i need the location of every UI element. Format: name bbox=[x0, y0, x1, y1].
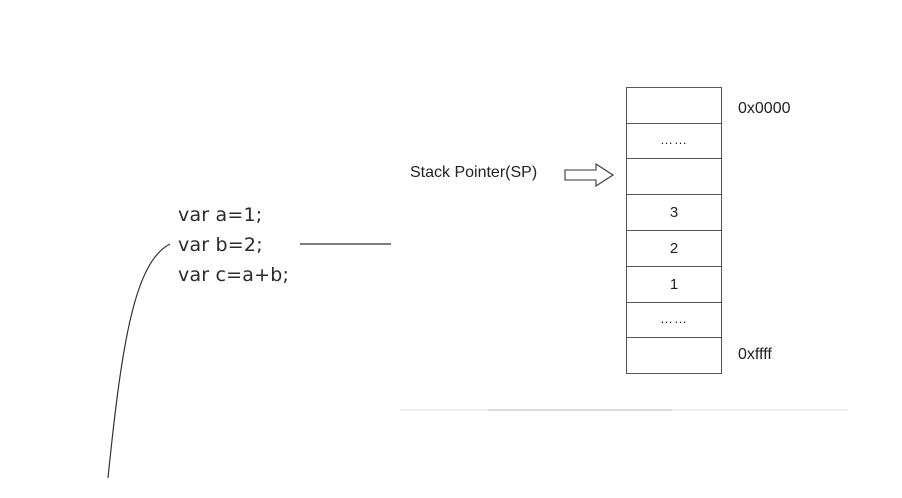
stack-cell-pointer bbox=[627, 159, 721, 195]
top-address-label: 0x0000 bbox=[738, 100, 791, 117]
stack-pointer-label: Stack Pointer(SP) bbox=[410, 164, 538, 181]
stack-cell bbox=[627, 338, 721, 373]
code-line-a: var a=1; bbox=[178, 204, 263, 226]
stack-cell: …… bbox=[627, 124, 721, 159]
stack-cell: 3 bbox=[627, 195, 721, 231]
stack-cell: …… bbox=[627, 303, 721, 338]
code-line-b: var b=2; bbox=[178, 234, 263, 256]
memory-stack: …… 3 2 1 …… bbox=[626, 87, 722, 374]
stack-cell: 1 bbox=[627, 267, 721, 303]
stack-pointer-arrow bbox=[564, 162, 615, 188]
bottom-address-label: 0xffff bbox=[738, 346, 772, 363]
code-line-c: var c=a+b; bbox=[178, 264, 290, 286]
stack-cell bbox=[627, 88, 721, 124]
curved-connector-line bbox=[107, 243, 171, 479]
stack-cell: 2 bbox=[627, 231, 721, 267]
